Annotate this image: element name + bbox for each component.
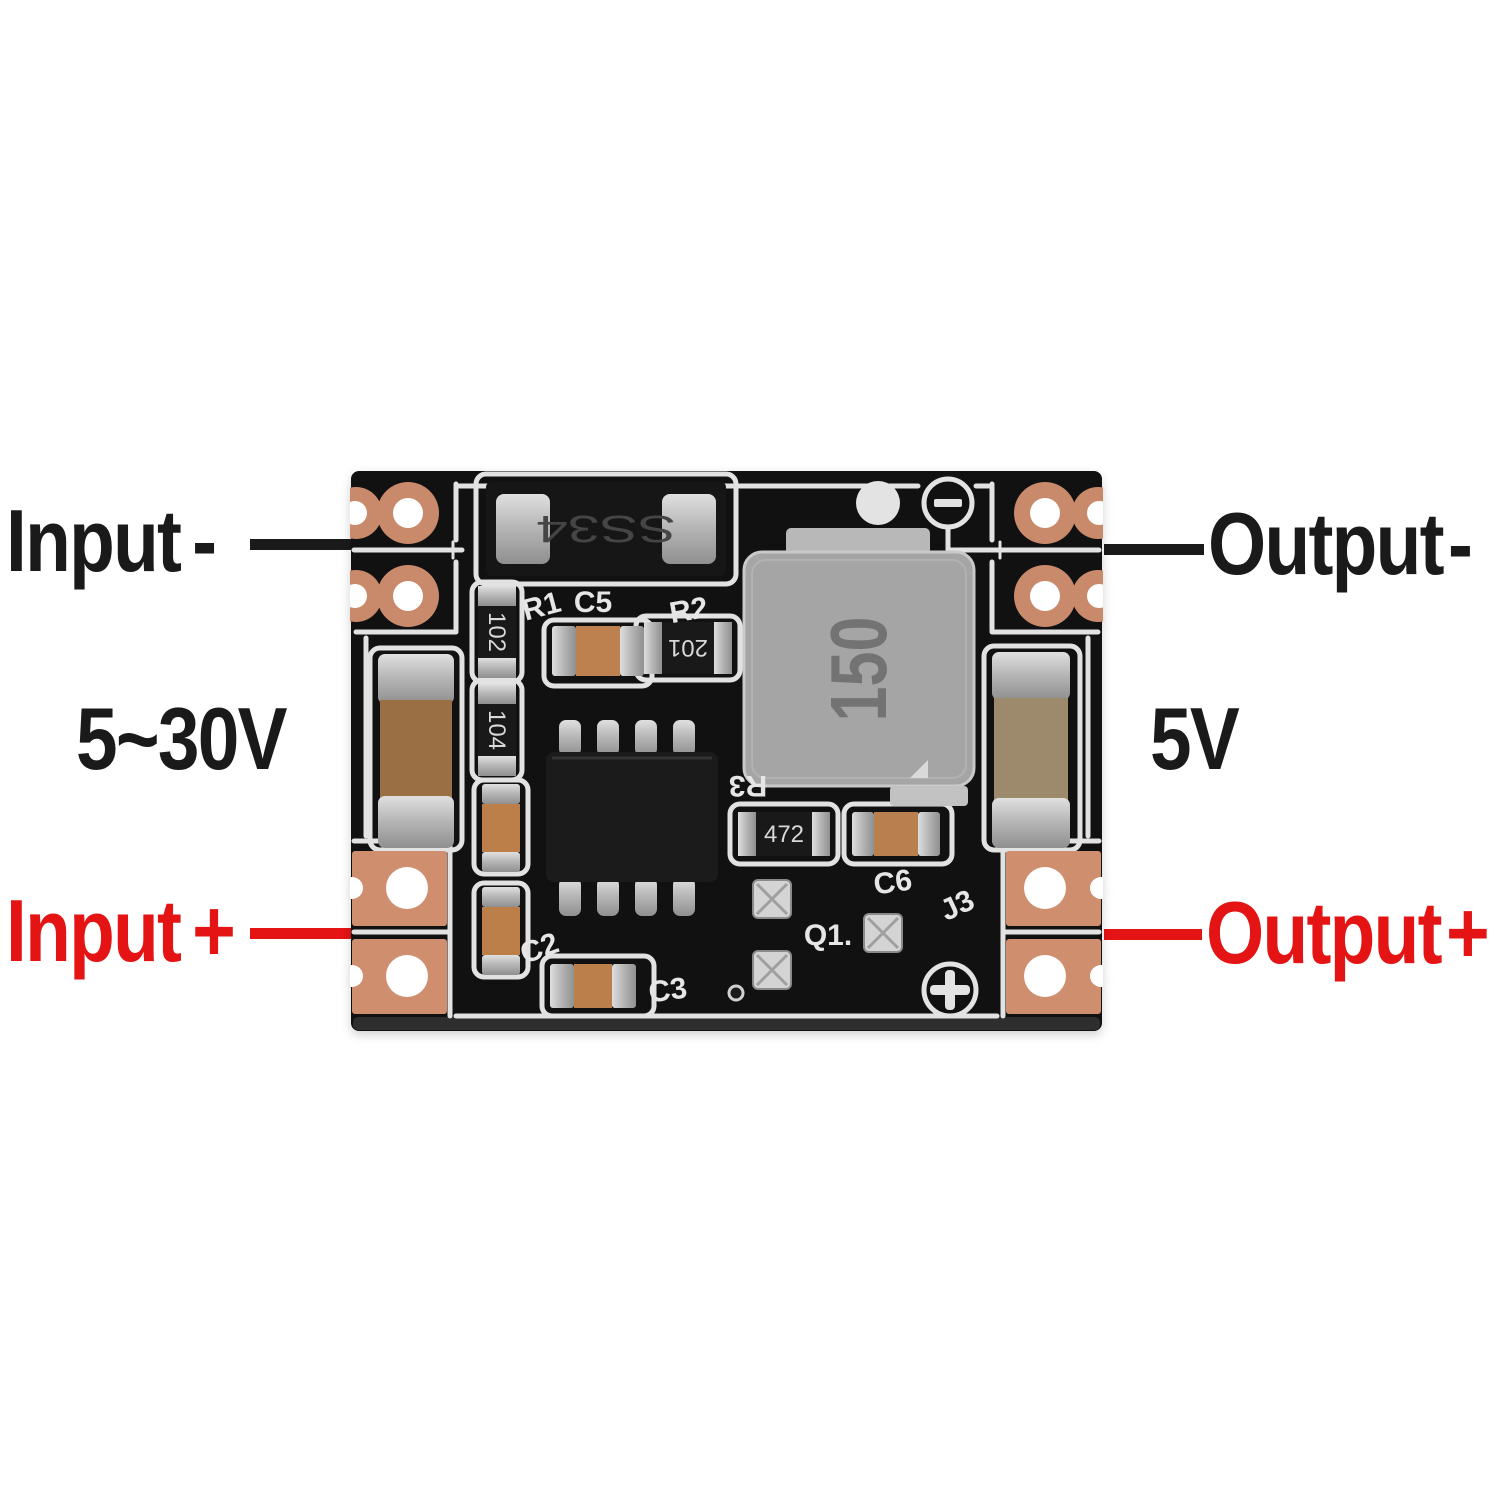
resistor-r2: 201 (644, 622, 732, 674)
input-plus-annotation: Input+ (6, 881, 236, 980)
diode-ss34: SS34 (486, 482, 726, 576)
input-minus-wire (250, 539, 352, 550)
solder-pads (752, 879, 903, 990)
pcb-module-photo: SS34 102 104 201 (350, 471, 1103, 1031)
input-plus-pads (350, 851, 447, 1014)
input-voltage-label: 5~30V (76, 689, 288, 788)
output-minus-wire (1104, 544, 1204, 555)
label-c6: C6 (872, 864, 915, 902)
output-plus-pads (1006, 851, 1103, 1014)
label-r3: R3 (729, 769, 767, 802)
output-minus-pads (1014, 482, 1103, 627)
capacitor-c6 (852, 812, 940, 856)
output-voltage-label: 5V (1150, 689, 1240, 788)
resistor-104-marking: 104 (483, 710, 510, 750)
resistor-r1-marking: 102 (483, 612, 510, 652)
output-plus-sign: + (1445, 883, 1490, 982)
resistor-r3-marking: 472 (764, 821, 804, 848)
output-minus-sign: - (1447, 494, 1473, 593)
input-capacitor (378, 654, 454, 848)
inductor: 150 (742, 528, 976, 806)
input-minus-pads (350, 482, 439, 627)
silkscreen-dot (856, 481, 900, 525)
output-plus-wire (1104, 929, 1202, 940)
output-minus-label: Output (1208, 494, 1445, 593)
diode-marking: SS34 (536, 507, 676, 549)
input-plus-label: Input (6, 881, 182, 980)
minus-polarity-icon (921, 476, 975, 530)
resistor-r2-marking: 201 (668, 634, 708, 661)
resistor-r1: 102 (478, 586, 516, 678)
label-c3: C3 (647, 972, 690, 1010)
resistor-104: 104 (478, 684, 516, 776)
output-plus-label: Output (1206, 883, 1443, 982)
ic-soic8 (546, 720, 718, 916)
input-plus-wire (250, 928, 352, 939)
input-plus-sign: + (192, 881, 236, 980)
capacitor-c2 (482, 887, 520, 975)
silkscreen-labels: R1 C5 R2 R3 C6 J3 Q1. C2 C3 (516, 586, 980, 1010)
capacitor-c1 (482, 784, 520, 872)
output-plus-annotation: Output+ (1206, 883, 1490, 982)
via-dot (727, 984, 745, 1002)
output-minus-annotation: Output- (1208, 494, 1473, 593)
label-c5: C5 (574, 586, 612, 619)
label-r2: R2 (667, 591, 711, 630)
capacitor-c5 (552, 626, 644, 676)
label-q1: Q1. (804, 919, 852, 952)
input-minus-sign: - (192, 491, 217, 590)
plus-polarity-icon (921, 961, 979, 1019)
resistor-r3: 472 (738, 812, 830, 856)
inductor-marking: 150 (814, 617, 903, 722)
pcb-bottom-bevel (353, 1017, 1100, 1030)
input-minus-label: Input (6, 491, 182, 590)
output-capacitor (992, 652, 1070, 848)
input-minus-annotation: Input- (6, 491, 217, 590)
capacitor-c3 (550, 964, 636, 1008)
